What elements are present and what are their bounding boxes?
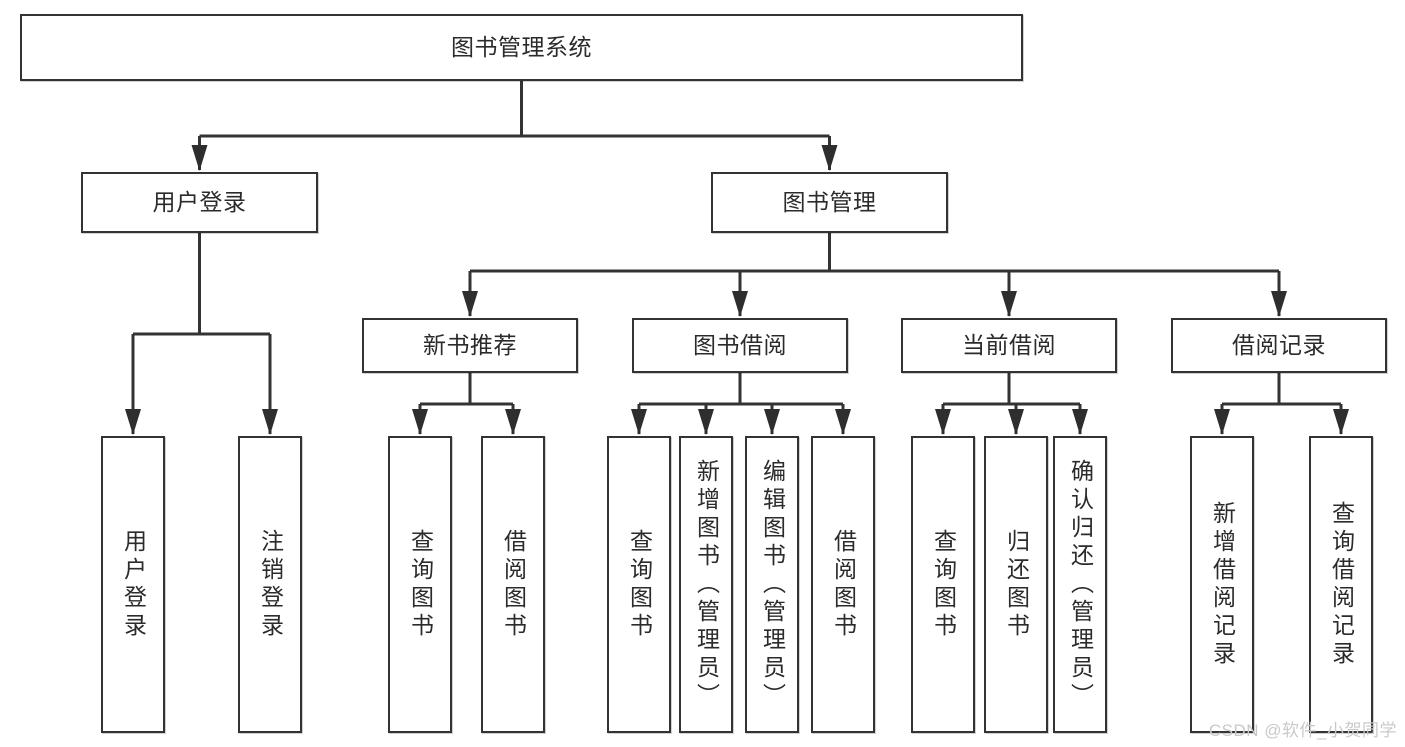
node-new-book-recommend-label: 新书推荐	[423, 332, 517, 359]
node-leaf-add-book-label: 新增图书（管理员）	[693, 458, 720, 711]
node-leaf-query-book-1[interactable]: 查询图书	[388, 436, 452, 733]
node-leaf-borrow-book-2-label: 借阅图书	[830, 528, 857, 641]
node-current-borrow-label: 当前借阅	[962, 332, 1056, 359]
node-leaf-query-record-label: 查询借阅记录	[1328, 500, 1355, 669]
node-leaf-query-book-2-label: 查询图书	[626, 528, 653, 641]
watermark: CSDN @软件_小贺同学	[1208, 721, 1397, 740]
node-book-borrow[interactable]: 图书借阅	[632, 318, 848, 373]
node-leaf-logout[interactable]: 注销登录	[238, 436, 302, 733]
node-leaf-query-book-1-label: 查询图书	[407, 528, 434, 641]
node-leaf-add-record-label: 新增借阅记录	[1209, 500, 1236, 669]
node-leaf-add-record[interactable]: 新增借阅记录	[1190, 436, 1254, 733]
node-leaf-query-record[interactable]: 查询借阅记录	[1309, 436, 1373, 733]
node-root[interactable]: 图书管理系统	[20, 14, 1023, 81]
node-leaf-query-book-2[interactable]: 查询图书	[607, 436, 671, 733]
node-leaf-borrow-book-1-label: 借阅图书	[500, 528, 527, 641]
node-leaf-add-book[interactable]: 新增图书（管理员）	[679, 436, 733, 733]
node-leaf-user-login[interactable]: 用户登录	[101, 436, 165, 733]
node-book-manage[interactable]: 图书管理	[711, 172, 948, 233]
node-user-login-label: 用户登录	[152, 189, 247, 216]
node-leaf-edit-book-label: 编辑图书（管理员）	[759, 458, 786, 711]
node-root-label: 图书管理系统	[451, 34, 592, 61]
node-new-book-recommend[interactable]: 新书推荐	[362, 318, 578, 373]
node-leaf-query-book-3[interactable]: 查询图书	[911, 436, 975, 733]
node-borrow-record[interactable]: 借阅记录	[1171, 318, 1387, 373]
node-leaf-borrow-book-1[interactable]: 借阅图书	[481, 436, 545, 733]
node-borrow-record-label: 借阅记录	[1232, 332, 1326, 359]
node-leaf-user-login-label: 用户登录	[120, 528, 147, 641]
node-book-borrow-label: 图书借阅	[693, 332, 787, 359]
node-book-manage-label: 图书管理	[782, 189, 877, 216]
node-leaf-confirm-return-label: 确认归还（管理员）	[1067, 458, 1094, 711]
node-leaf-confirm-return[interactable]: 确认归还（管理员）	[1053, 436, 1107, 733]
node-leaf-edit-book[interactable]: 编辑图书（管理员）	[745, 436, 799, 733]
node-user-login[interactable]: 用户登录	[81, 172, 318, 233]
node-current-borrow[interactable]: 当前借阅	[901, 318, 1117, 373]
node-leaf-query-book-3-label: 查询图书	[930, 528, 957, 641]
node-leaf-logout-label: 注销登录	[257, 528, 284, 641]
node-leaf-borrow-book-2[interactable]: 借阅图书	[811, 436, 875, 733]
node-leaf-return-book[interactable]: 归还图书	[984, 436, 1048, 733]
node-leaf-return-book-label: 归还图书	[1003, 528, 1030, 641]
